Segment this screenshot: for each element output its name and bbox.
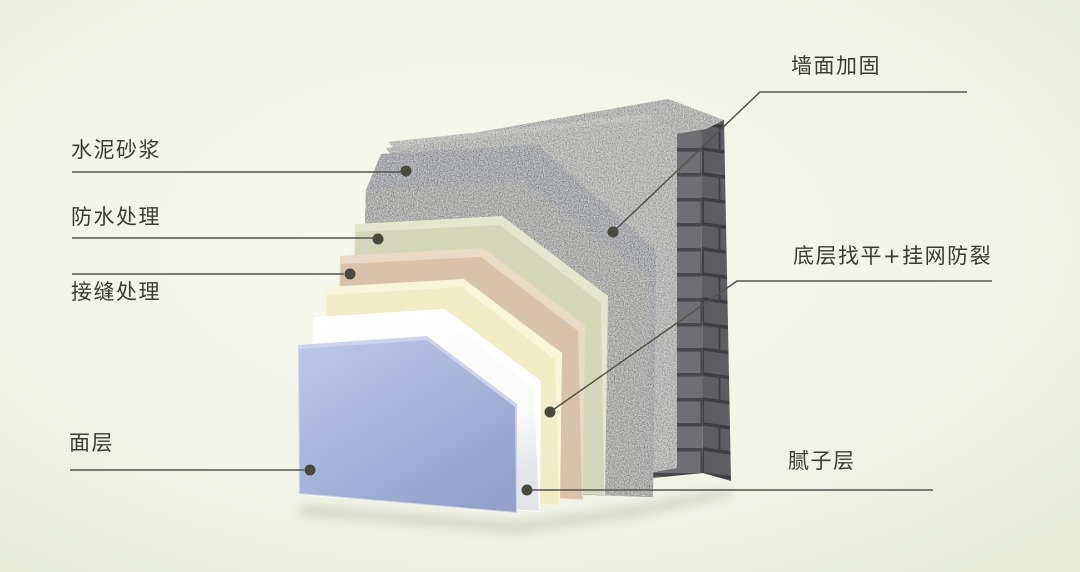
leader-dots — [304, 165, 619, 496]
label-waterproofing: 防水处理 — [71, 205, 161, 229]
label-joint-treatment: 接缝处理 — [71, 280, 161, 304]
layer-surface-face — [299, 340, 516, 512]
leader-wall-reinforcement-dot — [607, 226, 619, 238]
leader-base-leveling-line — [549, 280, 992, 413]
leader-base-leveling-dot — [544, 406, 556, 418]
leader-wall-reinforcement-line — [612, 91, 967, 233]
layer-surface — [298, 336, 517, 513]
stack-shadow — [300, 487, 731, 534]
label-base-leveling: 底层找平+挂网防裂 — [793, 244, 993, 268]
label-putty-layer: 腻子层 — [788, 449, 856, 473]
leader-lines — [70, 91, 992, 491]
label-wall-reinforcement: 墙面加固 — [791, 54, 881, 78]
leader-surface-dot — [304, 464, 316, 476]
leader-joint-treatment-dot — [344, 268, 356, 280]
label-surface-layer: 面层 — [69, 431, 114, 455]
label-cement-mortar: 水泥砂浆 — [71, 138, 161, 162]
leader-cement-mortar-dot — [400, 165, 412, 177]
brick-wall-side — [701, 115, 731, 481]
leader-waterproofing-dot — [372, 233, 384, 245]
leader-putty-dot — [521, 484, 533, 496]
